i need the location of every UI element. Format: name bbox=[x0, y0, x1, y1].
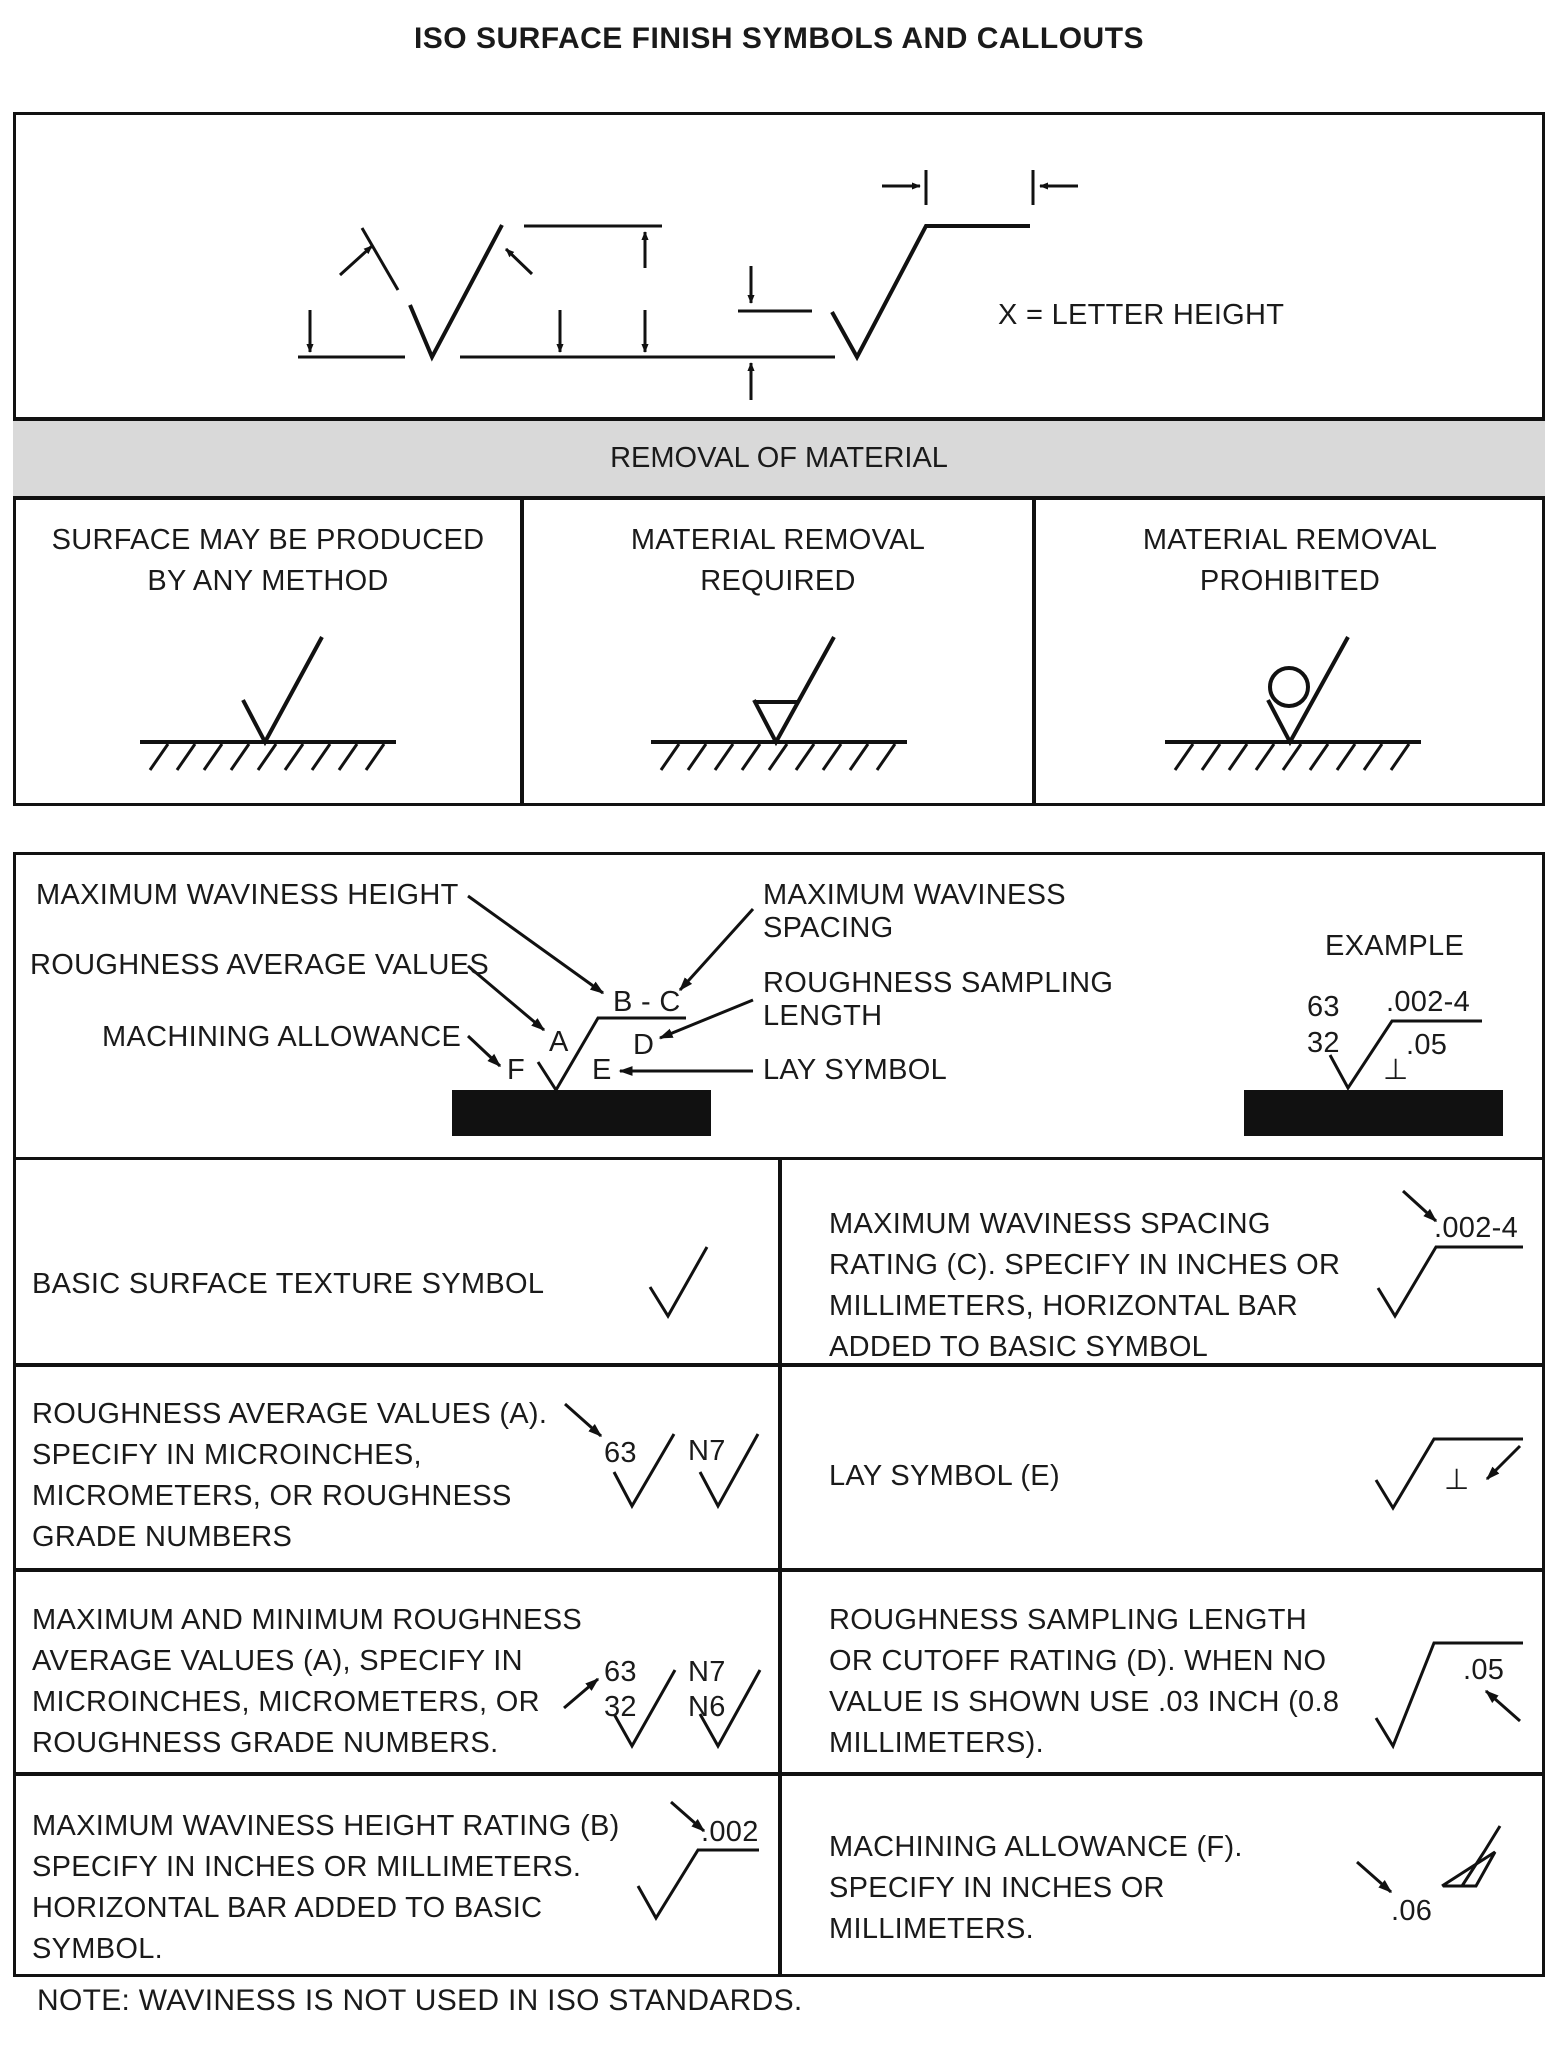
max-min-symbol-a bbox=[612, 1669, 677, 1750]
row4-left-line2: SPECIFY IN INCHES OR MILLIMETERS. bbox=[32, 1851, 582, 1883]
letter-bc: B - C bbox=[613, 986, 681, 1018]
label-max-waviness-height: MAXIMUM WAVINESS HEIGHT bbox=[36, 879, 459, 911]
example-value-32: 32 bbox=[1307, 1027, 1340, 1059]
removal-prohibited-symbol bbox=[1165, 636, 1421, 771]
label-machining-allowance: MACHINING ALLOWANCE bbox=[102, 1021, 462, 1053]
removal-divider-1 bbox=[520, 498, 524, 804]
row4-right-line1: MACHINING ALLOWANCE (F). bbox=[829, 1831, 1243, 1863]
proportion-symbol-left bbox=[298, 224, 835, 362]
example-value-top: .002-4 bbox=[1386, 986, 1471, 1018]
row3-left-line1: MAXIMUM AND MINIMUM ROUGHNESS bbox=[32, 1604, 583, 1636]
dim-arrow-2 bbox=[338, 244, 374, 277]
row2-left-line2: SPECIFY IN MICROINCHES, bbox=[32, 1439, 422, 1471]
row3-left-sym2: 32 bbox=[604, 1691, 637, 1723]
dim-arrow-3 bbox=[504, 247, 534, 276]
removal-band: REMOVAL OF MATERIAL bbox=[13, 417, 1545, 500]
row2-left-line1: ROUGHNESS AVERAGE VALUES (A). bbox=[32, 1398, 548, 1430]
roughness-symbol-n7 bbox=[698, 1433, 760, 1510]
row3-right-line3: VALUE IS SHOWN USE .03 INCH (0.8 bbox=[829, 1686, 1340, 1718]
row2-right-sym: ⊥ bbox=[1444, 1464, 1470, 1496]
row4-left-line3: HORIZONTAL BAR ADDED TO BASIC bbox=[32, 1892, 543, 1924]
letter-f: F bbox=[507, 1054, 526, 1086]
footnote: NOTE: WAVINESS IS NOT USED IN ISO STANDA… bbox=[37, 1984, 803, 2017]
row3-left-line4: ROUGHNESS GRADE NUMBERS. bbox=[32, 1727, 499, 1759]
example-value-right: .05 bbox=[1406, 1029, 1448, 1061]
row3-left-line3: MICROINCHES, MICROMETERS, OR bbox=[32, 1686, 540, 1718]
row1-left-text: BASIC SURFACE TEXTURE SYMBOL bbox=[32, 1268, 545, 1300]
removal-required-symbol bbox=[651, 636, 907, 771]
row1-right-line1: MAXIMUM WAVINESS SPACING bbox=[829, 1208, 1271, 1240]
removal-cell-prohibited-line1: MATERIAL REMOVAL bbox=[1142, 524, 1438, 556]
row3-right-line2: OR CUTOFF RATING (D). WHEN NO bbox=[829, 1645, 1327, 1677]
row2-right-text: LAY SYMBOL (E) bbox=[829, 1460, 1060, 1492]
any-method-symbol bbox=[140, 636, 396, 771]
label-sampling-length-2: LENGTH bbox=[763, 1000, 883, 1032]
table-divider-row2 bbox=[13, 1568, 1545, 1572]
row3-left-sym4: N6 bbox=[688, 1691, 726, 1723]
removal-cell-required-line1: MATERIAL REMOVAL bbox=[630, 524, 926, 556]
removal-cell-prohibited-line2: PROHIBITED bbox=[1199, 565, 1381, 597]
basic-symbol bbox=[648, 1246, 709, 1319]
machining-allowance-symbol bbox=[1441, 1850, 1497, 1888]
row4-right-line3: MILLIMETERS. bbox=[829, 1913, 1035, 1945]
row3-right-line4: MILLIMETERS). bbox=[829, 1727, 1044, 1759]
row2-left-sym1: 63 bbox=[604, 1437, 637, 1469]
example-lay-glyph: ⊥ bbox=[1383, 1054, 1409, 1086]
removal-cell-required-line2: REQUIRED bbox=[700, 565, 856, 597]
removal-cell-any-line2: BY ANY METHOD bbox=[147, 565, 389, 597]
lay-symbol-callout bbox=[1374, 1437, 1523, 1511]
row3-left-sym1: 63 bbox=[604, 1656, 637, 1688]
callout-symbol bbox=[452, 894, 755, 1136]
row1-right-line3: MILLIMETERS, HORIZONTAL BAR bbox=[829, 1290, 1298, 1322]
row4-right-line2: SPECIFY IN INCHES OR bbox=[829, 1872, 1165, 1904]
removal-divider-2 bbox=[1032, 498, 1036, 804]
row3-left-line2: AVERAGE VALUES (A), SPECIFY IN bbox=[32, 1645, 523, 1677]
row4-right-sym: .06 bbox=[1391, 1895, 1433, 1927]
row4-left-line4: SYMBOL. bbox=[32, 1933, 164, 1965]
row2-left-line3: MICROMETERS, OR ROUGHNESS bbox=[32, 1480, 512, 1512]
row2-left-sym2: N7 bbox=[688, 1435, 726, 1467]
letter-d: D bbox=[633, 1029, 655, 1061]
roughness-symbol-63 bbox=[612, 1433, 676, 1510]
sampling-length-symbol bbox=[1374, 1641, 1523, 1750]
row1-right-line2: RATING (C). SPECIFY IN INCHES OR bbox=[829, 1249, 1341, 1281]
table-divider-row3 bbox=[13, 1772, 1545, 1776]
table-divider-row1 bbox=[13, 1363, 1545, 1367]
proportion-symbol-right bbox=[524, 170, 1035, 362]
row2-left-line4: GRADE NUMBERS bbox=[32, 1521, 293, 1553]
row3-right-line1: ROUGHNESS SAMPLING LENGTH bbox=[829, 1604, 1308, 1636]
removal-cell-any-line1: SURFACE MAY BE PRODUCED bbox=[51, 524, 485, 556]
page-title: ISO SURFACE FINISH SYMBOLS AND CALLOUTS bbox=[413, 22, 1145, 55]
waviness-height-symbol bbox=[636, 1848, 759, 1921]
waviness-spacing-symbol bbox=[1376, 1245, 1523, 1319]
max-min-symbol-n bbox=[698, 1669, 762, 1750]
letter-a: A bbox=[549, 1026, 569, 1058]
example-label: EXAMPLE bbox=[1325, 930, 1465, 962]
example-value-63: 63 bbox=[1307, 991, 1340, 1023]
label-roughness-average: ROUGHNESS AVERAGE VALUES bbox=[30, 949, 489, 981]
row4-left-sym: .002 bbox=[701, 1816, 759, 1848]
row1-right-sym: .002-4 bbox=[1434, 1212, 1519, 1244]
row1-right-line4: ADDED TO BASIC SYMBOL bbox=[829, 1331, 1209, 1363]
label-waviness-spacing-2: SPACING bbox=[763, 912, 894, 944]
label-sampling-length-1: ROUGHNESS SAMPLING bbox=[763, 967, 1114, 999]
label-lay-symbol: LAY SYMBOL bbox=[763, 1054, 948, 1086]
row3-left-sym3: N7 bbox=[688, 1656, 726, 1688]
row3-right-sym: .05 bbox=[1463, 1654, 1505, 1686]
letter-e: E bbox=[592, 1054, 612, 1086]
letter-height-label: X = LETTER HEIGHT bbox=[998, 299, 1285, 331]
table-divider-vertical bbox=[778, 1157, 782, 1975]
label-waviness-spacing-1: MAXIMUM WAVINESS bbox=[763, 879, 1066, 911]
row4-left-line1: MAXIMUM WAVINESS HEIGHT RATING (B) bbox=[32, 1810, 620, 1842]
example-symbol bbox=[1244, 1019, 1503, 1136]
